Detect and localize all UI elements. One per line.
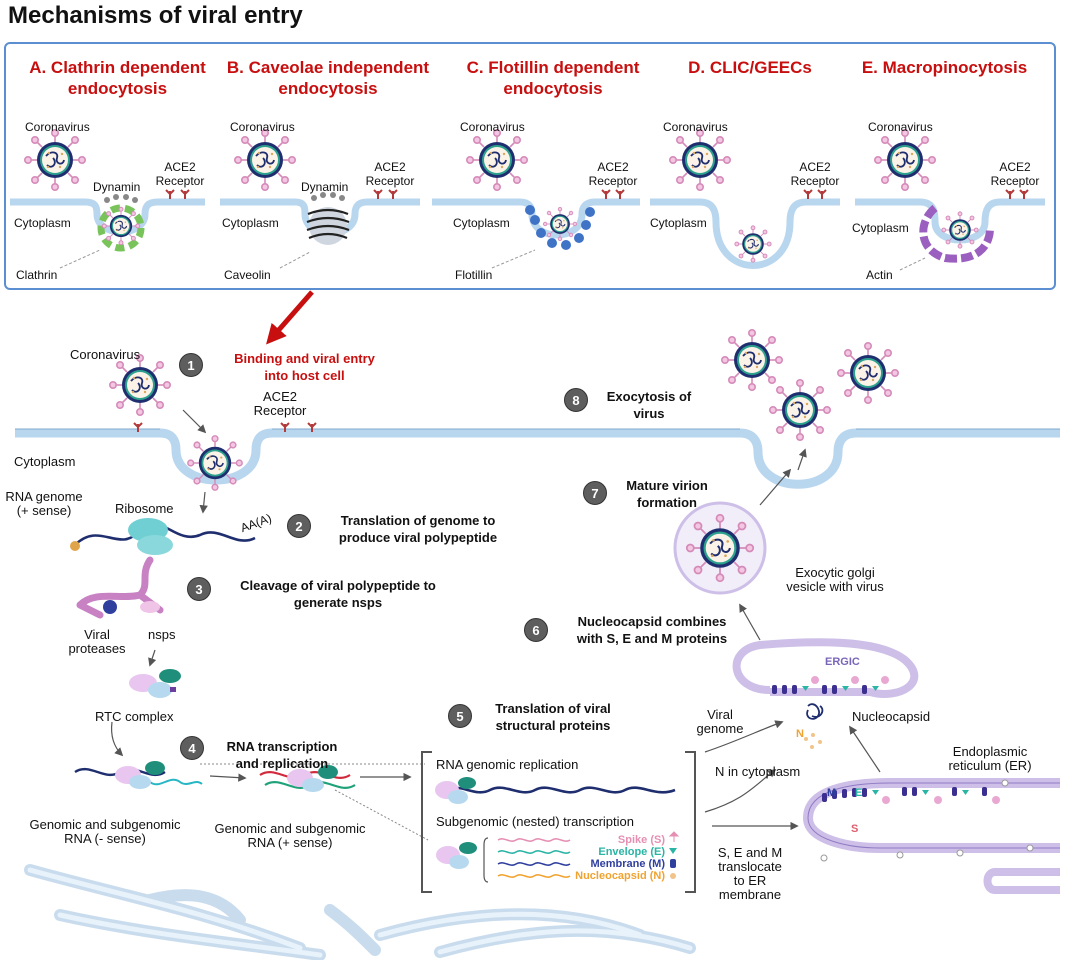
mechanism-a-coronavirus-label: Coronavirus <box>25 120 90 134</box>
mechanism-e-coronavirus-label: Coronavirus <box>868 120 933 134</box>
mechanism-b-coat-label: Caveolin <box>224 268 271 282</box>
step-1-text: Binding and viral entry into host cell <box>234 351 375 383</box>
step-8-badge: 8 <box>564 388 588 412</box>
step-5-badge: 5 <box>448 704 472 728</box>
step-7-text: Mature virion formation <box>626 478 708 510</box>
protein-nucleocapsid-label: Nucleocapsid (N) <box>575 870 665 882</box>
rna-genome-label: RNA genome (+ sense) <box>5 489 83 518</box>
mechanism-e-cytoplasm-label: Cytoplasm <box>852 221 909 235</box>
mechanism-c-cytoplasm-label: Cytoplasm <box>453 216 510 230</box>
mechanism-a-dynamin-label: Dynamin <box>93 180 141 194</box>
mechanism-d-title: D. CLIC/GEECs <box>688 58 812 77</box>
translocate-label: S, E and M translocate to ER membrane <box>717 845 783 902</box>
mechanism-b-receptor-label: ACE2 Receptor <box>365 160 415 188</box>
mechanism-e-coat-label: Actin <box>866 268 893 282</box>
viral-proteases-label: Viral proteases <box>68 627 126 656</box>
step-4-badge: 4 <box>180 736 204 760</box>
lifecycle-cytoplasm-label: Cytoplasm <box>14 454 76 469</box>
protein-envelope-label: Envelope (E) <box>598 846 665 858</box>
step-6-badge: 6 <box>524 618 548 642</box>
mechanism-b-dynamin-label: Dynamin <box>301 180 349 194</box>
mechanism-b-coronavirus-label: Coronavirus <box>230 120 295 134</box>
mechanism-c-coat-label: Flotillin <box>455 268 493 282</box>
m-letter-label: M <box>827 787 837 799</box>
step-2-badge: 2 <box>287 514 311 538</box>
viral-genome-label: Viral genome <box>696 707 744 736</box>
er-label: Endoplasmic reticulum (ER) <box>948 744 1032 773</box>
panel-to-entry-arrow <box>266 290 314 345</box>
mechanism-c-coronavirus-label: Coronavirus <box>460 120 525 134</box>
positive-sense-rna-label: Genomic and subgenomic RNA (+ sense) <box>214 821 366 850</box>
rna-genomic-replication-label: RNA genomic replication <box>436 757 579 772</box>
s-letter-label: S <box>851 823 859 835</box>
mechanism-b-title: B. Caveolae independent endocytosis <box>226 58 430 98</box>
mechanism-d-cytoplasm-label: Cytoplasm <box>650 216 707 230</box>
n-letter-label: N <box>796 728 804 740</box>
e-letter-label: E <box>855 787 863 799</box>
mechanism-c-receptor-label: ACE2 Receptor <box>588 160 638 188</box>
entry-panel-graphics <box>10 128 1045 271</box>
negative-sense-rna-label: Genomic and subgenomic RNA (- sense) <box>29 817 181 846</box>
mechanism-a-receptor-label: ACE2 Receptor <box>155 160 205 188</box>
protein-spike-label: Spike (S) <box>617 834 665 846</box>
subgenomic-transcription-label: Subgenomic (nested) transcription <box>436 814 634 829</box>
n-in-cytoplasm-label: N in cytoplasm <box>715 764 801 779</box>
step-5-text: Translation of viral structural proteins <box>495 701 611 733</box>
page-title: Mechanisms of viral entry <box>8 2 303 29</box>
nsps-label: nsps <box>148 627 176 642</box>
lifecycle-receptor-label: ACE2 Receptor <box>253 389 307 418</box>
protein-membrane-label: Membrane (M) <box>590 858 665 870</box>
mechanism-d-receptor-label: ACE2 Receptor <box>790 160 840 188</box>
step-3-text: Cleavage of viral polypeptide to generat… <box>240 578 436 610</box>
step-2-text: Translation of genome to produce viral p… <box>338 513 498 545</box>
step-7-badge: 7 <box>583 481 607 505</box>
mechanism-a-cytoplasm-label: Cytoplasm <box>14 216 71 230</box>
lifecycle-coronavirus-label: Coronavirus <box>70 347 141 362</box>
step-3-badge: 3 <box>187 577 211 601</box>
mechanism-d-coronavirus-label: Coronavirus <box>663 120 728 134</box>
nucleocapsid-label: Nucleocapsid <box>852 709 931 724</box>
ergic-label: ERGIC <box>825 656 860 668</box>
entry-mechanisms-panel <box>4 42 1056 290</box>
step-6-text: Nucleocapsid combines with S, E and M pr… <box>576 614 728 646</box>
mechanism-a-title: A. Clathrin dependent endocytosis <box>29 58 206 98</box>
mechanism-c-title: C. Flotillin dependent endocytosis <box>466 58 640 98</box>
golgi-vesicle-label: Exocytic golgi vesicle with virus <box>786 565 884 594</box>
step-8-text: Exocytosis of virus <box>606 389 692 421</box>
mechanism-e-receptor-label: ACE2 Receptor <box>990 160 1040 188</box>
mechanism-b-cytoplasm-label: Cytoplasm <box>222 216 279 230</box>
mechanism-a-coat-label: Clathrin <box>16 268 58 282</box>
ribosome-label: Ribosome <box>115 501 174 516</box>
step-1-badge: 1 <box>179 353 203 377</box>
rtc-complex-label: RTC complex <box>95 709 174 724</box>
step-4-text: RNA transcription and replication <box>226 739 338 771</box>
rtc-complex-shape <box>129 669 181 698</box>
plasma-membrane <box>15 428 1060 489</box>
mechanism-e-title: E. Macropinocytosis <box>861 58 1028 77</box>
